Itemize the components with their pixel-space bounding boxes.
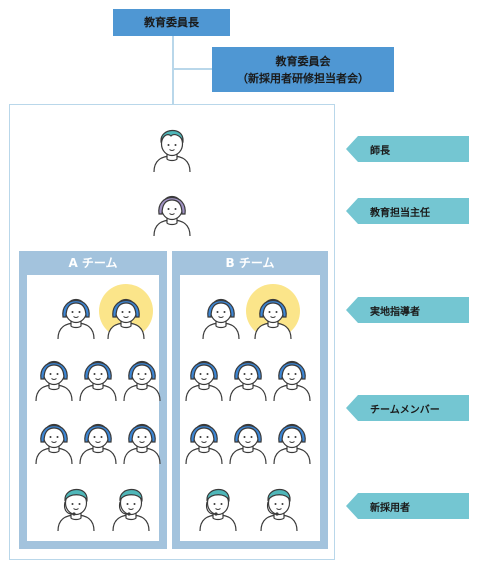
education-committee-box: 教育委員会 （新採用者研修担当者会） [212,47,394,92]
team-b-title: B チーム [225,255,275,270]
role-label-text: 教育担当主任 [370,207,430,219]
education-committee-chair-label: 教育委員長 [144,16,199,29]
connector-horizontal [172,68,212,70]
team-b-member-person-icon [220,408,276,464]
team-a-member-person-icon [114,408,170,464]
team-b-new-hire-person-icon [190,475,246,531]
education-committee-chair-box: 教育委員長 [113,9,230,36]
team-a-title: A チーム [68,255,118,270]
team-b-member-person-icon [176,345,232,401]
team-a-new-hire-person-icon [103,475,159,531]
team-b-member-person-icon [264,408,320,464]
team-a-new-hire-person-icon [48,475,104,531]
team-a-member-person-icon [114,345,170,401]
education-committee-label: 教育委員会 [275,54,331,68]
role-label-on-site-instructor: 実地指導者 [346,297,469,323]
head-nurse-person-icon [144,116,200,172]
team-b-member-person-icon [220,345,276,401]
role-label-text: 新採用者 [370,502,410,514]
team-a-member-person-icon [70,408,126,464]
education-chief-person-icon [144,180,200,236]
role-label-education-chief: 教育担当主任 [346,198,469,224]
team-a-member-person-icon [26,345,82,401]
connector-vertical [172,36,174,104]
role-label-text: チームメンバー [370,404,440,416]
role-label-new-hire: 新採用者 [346,493,469,519]
role-label-team-member: チームメンバー [346,395,469,421]
role-label-head-nurse: 師長 [346,136,469,162]
team-b-member-person-icon [176,408,232,464]
role-label-text: 実地指導者 [370,306,420,318]
team-a-instructor-person-icon [48,283,104,339]
education-committee-subtitle: （新採用者研修担当者会） [237,71,369,85]
team-a-instructor-highlighted-person-icon [98,283,154,339]
team-a-member-person-icon [26,408,82,464]
team-b-new-hire-person-icon [251,475,307,531]
role-label-text: 師長 [370,145,390,157]
team-a-member-person-icon [70,345,126,401]
team-b-instructor-person-icon [193,283,249,339]
team-b-instructor-highlighted-person-icon [245,283,301,339]
team-b-member-person-icon [264,345,320,401]
